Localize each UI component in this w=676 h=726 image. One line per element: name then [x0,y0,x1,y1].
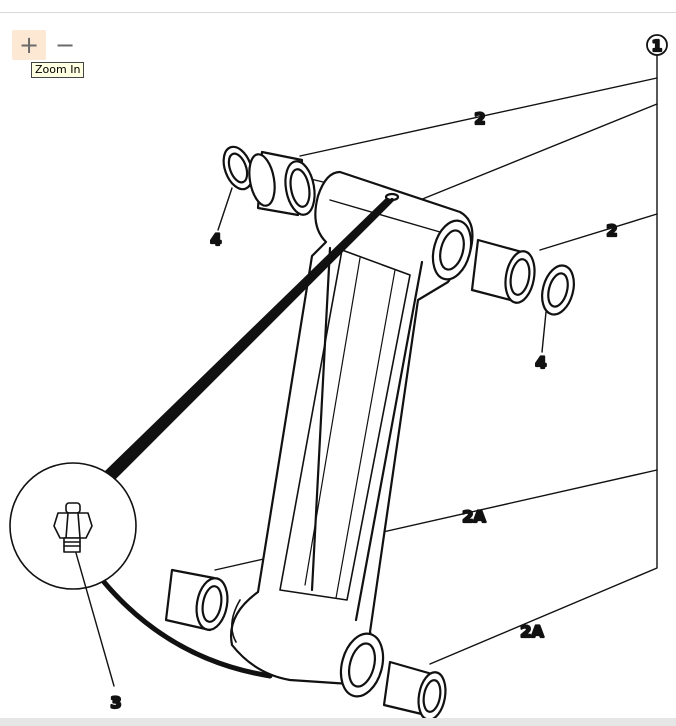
leader-4-right [541,311,547,353]
bushing-right [470,238,536,304]
callout-4-right: 4 [535,353,546,372]
grease-fitting [53,502,93,553]
seal-right [541,264,575,316]
arm-body [230,170,474,698]
leader-3 [75,552,115,687]
callout-1-label: 1 [652,37,662,55]
bushing-upper-left [248,150,316,217]
callout-2a-upper: 2A [462,507,486,526]
callout-2-top: 2 [474,109,485,128]
callout-1-circle [646,34,668,56]
callout-3: 3 [110,693,121,712]
zoom-in-button[interactable]: + [12,30,46,60]
bushing-lower-right [382,660,447,721]
bottom-scroll-strip [0,718,676,726]
top-border [0,12,676,13]
callout-2-right: 2 [606,221,617,240]
detail-connector [101,198,394,679]
leader-4-left [217,187,233,231]
callout-2a-lower: 2A [520,622,544,641]
zoom-controls: + − [12,30,82,60]
bushing-lower-left [164,568,229,632]
zoom-out-button[interactable]: − [54,31,76,59]
zoom-in-tooltip: Zoom In [31,62,85,78]
callout-4-left: 4 [210,230,221,249]
